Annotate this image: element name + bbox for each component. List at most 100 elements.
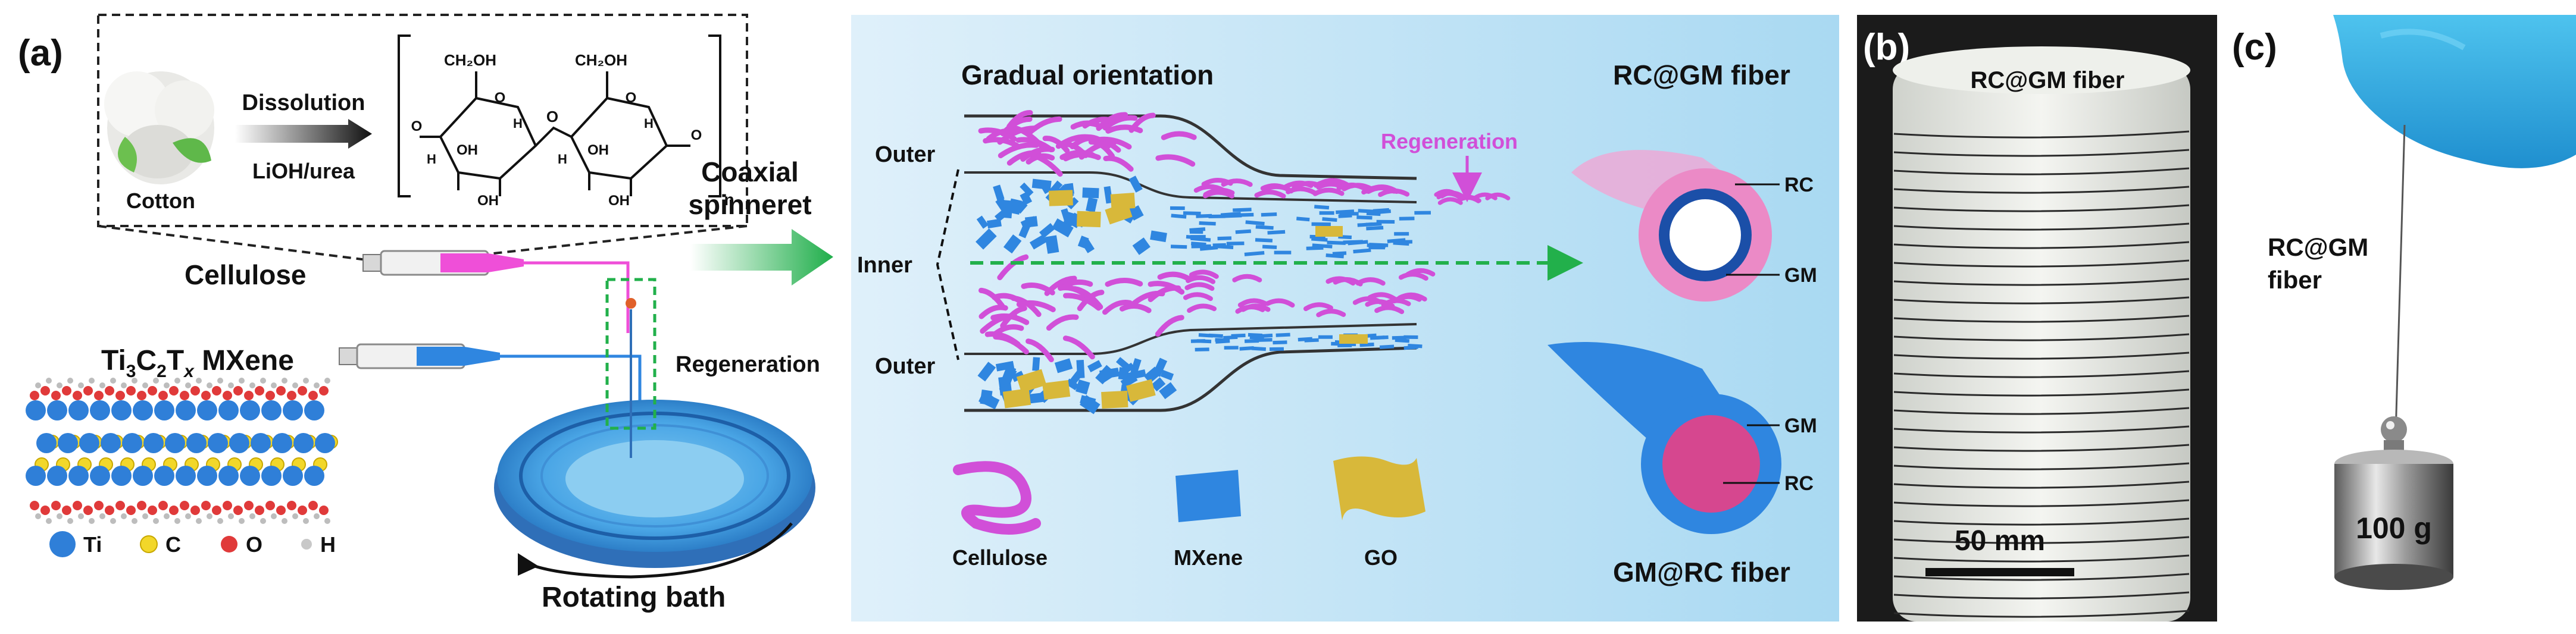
mxene-flake xyxy=(1258,338,1273,342)
channel-wall-bottom xyxy=(964,346,1417,412)
o-atom xyxy=(190,506,200,515)
h-atom-icon xyxy=(301,539,312,550)
fiber-winding xyxy=(1893,149,2190,157)
cellulose-legend-label: Cellulose xyxy=(952,545,1048,570)
photo-b-title: RC@GM fiber xyxy=(1970,67,2124,93)
o-atom xyxy=(233,386,243,396)
go-sheet xyxy=(1315,226,1343,237)
h-atom xyxy=(78,513,84,519)
ti-atom xyxy=(251,433,271,453)
formula-o-ring1: O xyxy=(495,90,506,106)
mxene-flake xyxy=(1080,395,1101,415)
fiber-winding xyxy=(1893,388,2190,397)
mxene-legend-icon xyxy=(1176,470,1241,522)
h-atom xyxy=(174,518,180,524)
cellulose-chain xyxy=(1361,185,1393,195)
panel-label-b: (b) xyxy=(1863,27,1910,68)
mxene-flake xyxy=(1235,229,1252,234)
fiber-winding xyxy=(1893,499,2190,507)
cellulose-chain xyxy=(1096,112,1128,131)
fiber-winding xyxy=(1893,425,2190,434)
h-atom xyxy=(292,513,298,519)
cellulose-chain xyxy=(1000,305,1027,329)
cellulose-chain xyxy=(1105,277,1143,287)
fiber-winding xyxy=(1893,259,2190,268)
h-atom xyxy=(282,378,287,384)
ti-atom xyxy=(111,466,132,486)
formula-ch2oh-2: CH₂OH xyxy=(575,51,627,69)
ti-atom xyxy=(101,433,121,453)
cellulose-chain xyxy=(1374,305,1405,315)
c-atom-icon xyxy=(140,535,158,553)
fiber-winding xyxy=(1893,370,2190,378)
o-atom xyxy=(169,386,179,396)
h-atom xyxy=(282,518,287,524)
gm-label-top: GM xyxy=(1784,264,1817,287)
h-atom xyxy=(57,513,62,519)
mxene-flake xyxy=(976,228,997,250)
fiber-winding xyxy=(1893,573,2190,581)
gmrc-fiber-cross-section xyxy=(1548,342,1781,534)
o-atom xyxy=(51,391,61,400)
orientation-title: Gradual orientation xyxy=(961,59,1214,90)
rotation-arrowhead xyxy=(518,553,539,576)
mxene-flake xyxy=(1267,230,1286,235)
mxene-flake xyxy=(1132,237,1151,255)
o-atom xyxy=(276,386,286,396)
ti-atom xyxy=(261,466,282,486)
h-atom xyxy=(260,378,266,384)
h-atom xyxy=(196,518,202,524)
mxene-flake xyxy=(1087,360,1102,373)
mxene-flake xyxy=(1208,214,1226,219)
go-sheet xyxy=(1105,202,1133,225)
mxene-flake xyxy=(1255,238,1273,243)
h-atom xyxy=(164,513,170,519)
h-atom xyxy=(217,378,223,384)
mxene-flake xyxy=(1160,369,1174,381)
mxene-flake xyxy=(1223,335,1238,340)
ti-atom xyxy=(47,400,67,420)
mxene-flake xyxy=(1003,234,1022,254)
go-sheet xyxy=(1016,369,1047,393)
cellulose-chain xyxy=(1155,315,1184,337)
formula-oh-3: OH xyxy=(587,142,609,158)
cellulose-label: Cellulose xyxy=(185,259,307,290)
h-atom xyxy=(271,382,277,388)
mxene-flake xyxy=(1339,212,1359,216)
fiber-winding xyxy=(1893,407,2190,415)
mxene-flake xyxy=(1220,212,1241,217)
o-atom xyxy=(94,391,104,400)
cellulose-chain xyxy=(1365,299,1395,309)
cotton-label: Cotton xyxy=(126,189,195,213)
ti-atom xyxy=(283,400,303,420)
ti-atom xyxy=(304,466,324,486)
photo-c-label-line2: fiber xyxy=(2268,266,2322,294)
o-atom xyxy=(265,501,275,510)
h-atom xyxy=(239,378,245,384)
cellulose-chain xyxy=(1237,298,1268,307)
h-atom xyxy=(303,518,309,524)
mxene-flake xyxy=(1189,230,1203,234)
h-atom xyxy=(121,382,127,388)
fiber-winding xyxy=(1893,536,2190,544)
mxene-flake xyxy=(1394,232,1409,236)
o-atom xyxy=(83,386,93,396)
cellulose-chain xyxy=(1398,272,1428,281)
go-sheet xyxy=(1076,211,1101,228)
mxene-flake xyxy=(1215,339,1230,344)
cellulose-syringe xyxy=(362,250,630,333)
formula-o-left: O xyxy=(411,118,423,134)
gmrc-title: GM@RC fiber xyxy=(1613,557,1790,588)
ti-atom xyxy=(272,433,292,453)
cellulose-chain xyxy=(1148,285,1181,302)
o-atom xyxy=(105,386,114,396)
mxene-flake xyxy=(1217,236,1232,241)
formula-oh-2: OH xyxy=(477,193,499,209)
h-atom xyxy=(228,513,234,519)
formula-o-link: O xyxy=(546,108,558,125)
dissolution-inset-box xyxy=(97,14,748,227)
mxene-flake xyxy=(1348,240,1368,246)
h-atom xyxy=(89,518,95,524)
fiber-winding xyxy=(1893,204,2190,212)
mxene-flake xyxy=(1245,220,1265,226)
